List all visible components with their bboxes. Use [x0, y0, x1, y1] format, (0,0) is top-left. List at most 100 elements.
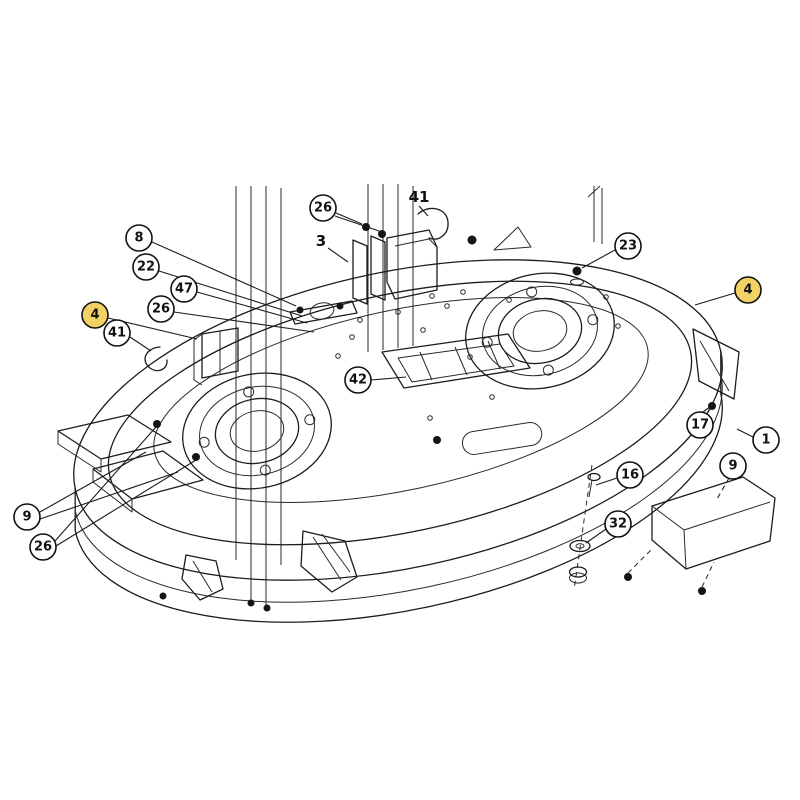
callout-label: 17 [691, 418, 709, 433]
callout-label: 47 [175, 282, 193, 297]
callout-3[interactable]: 3 [316, 232, 349, 263]
leader-line [418, 205, 429, 217]
callout-circle[interactable] [752, 426, 780, 454]
deck-top-gusset [493, 226, 532, 251]
callout-26[interactable]: 26 [309, 194, 380, 232]
idler-bracket [289, 300, 358, 325]
j-hook [144, 346, 168, 372]
leader-line [581, 249, 616, 269]
callout-label: 8 [134, 231, 143, 246]
callout-47[interactable]: 47 [170, 275, 308, 324]
callout-16[interactable]: 16 [595, 461, 644, 489]
callout-label: 16 [621, 468, 639, 483]
callout-26[interactable]: 26 [147, 295, 315, 333]
callout-label: 42 [349, 373, 367, 388]
left-spindle-opening [182, 372, 332, 490]
callout-circle[interactable] [614, 232, 642, 260]
callout-circle[interactable] [13, 503, 41, 531]
leader-line [702, 405, 712, 413]
leader-line [694, 292, 736, 306]
deck-handle-cutout [461, 422, 543, 455]
deck-reinforcement-contour [153, 297, 649, 503]
assembly-axis-lines [235, 184, 603, 606]
callout-17[interactable]: 17 [686, 405, 714, 439]
callout-8[interactable]: 8 [125, 224, 297, 307]
nut [568, 566, 588, 578]
callout-label: 4 [90, 308, 99, 323]
callout-23[interactable]: 23 [581, 232, 642, 269]
right-wing-bracket [692, 328, 740, 410]
deck-skirt [74, 350, 723, 623]
callout-9[interactable]: 9 [13, 451, 179, 531]
left-hanger-brackets [57, 414, 204, 513]
leader-line [129, 336, 152, 352]
callout-circle[interactable] [125, 224, 153, 252]
callout-9[interactable]: 9 [716, 452, 747, 500]
front-wheel-brackets [181, 530, 358, 601]
small-hardware [159, 223, 584, 612]
callout-label: 32 [609, 517, 627, 532]
bolt-head [587, 472, 601, 482]
callout-label: 9 [22, 510, 31, 525]
deck-inner-edge [107, 280, 693, 546]
callout-4-highlighted[interactable]: 4 [81, 301, 198, 340]
leader-line [54, 426, 157, 542]
callout-label: 3 [316, 232, 326, 250]
fastener-stack [568, 464, 601, 591]
washer [569, 539, 591, 553]
callout-label: 9 [728, 459, 737, 474]
bolt-23 [572, 266, 582, 276]
callout-circle[interactable] [616, 461, 644, 489]
callout-circle[interactable] [81, 301, 109, 329]
callout-circle[interactable] [147, 295, 175, 323]
right-spindle-opening [465, 272, 615, 390]
upper-hook [417, 207, 449, 240]
deck-shell [73, 226, 723, 623]
leader-line [716, 477, 730, 500]
lower-right-bracket [624, 476, 776, 595]
callout-42[interactable]: 42 [344, 366, 407, 394]
top-bracket-assembly [352, 207, 449, 305]
leader-line [196, 291, 308, 324]
callout-41[interactable]: 41 [409, 188, 430, 217]
callout-label: 22 [137, 260, 155, 275]
leader-line [39, 471, 179, 520]
leader-line [736, 428, 754, 438]
callout-label: 23 [619, 239, 637, 254]
callout-1[interactable]: 1 [736, 426, 780, 454]
callout-circle[interactable] [734, 276, 762, 304]
leader-line [151, 241, 297, 307]
leader-line [39, 451, 147, 513]
callout-circle[interactable] [686, 411, 714, 439]
callout-circle[interactable] [103, 319, 131, 347]
callout-circle[interactable] [132, 253, 160, 281]
callout-circle[interactable] [344, 366, 372, 394]
leader-line [173, 311, 315, 333]
callout-circle[interactable] [170, 275, 198, 303]
callout-circle[interactable] [309, 194, 337, 222]
callout-label: 26 [152, 302, 170, 317]
callout-26[interactable]: 26 [29, 426, 197, 561]
callout-circle[interactable] [29, 533, 57, 561]
callout-label: 4 [743, 283, 752, 298]
callout-32[interactable]: 32 [585, 510, 632, 544]
leader-line [370, 376, 407, 381]
callout-label: 41 [409, 188, 430, 206]
leader-line [334, 215, 380, 232]
deck-surface-holes [335, 289, 621, 421]
callout-41[interactable]: 41 [103, 319, 152, 352]
leader-line [327, 247, 349, 263]
callout-circle[interactable] [719, 452, 747, 480]
belt-keeper-bracket [193, 327, 239, 386]
center-bracket [381, 333, 531, 389]
leader-line [55, 459, 197, 547]
deck-skirt-hem [74, 373, 723, 603]
callout-circle[interactable] [604, 510, 632, 538]
callout-label: 26 [314, 201, 332, 216]
callout-4-highlighted[interactable]: 4 [694, 276, 762, 306]
callout-label: 41 [108, 326, 126, 341]
leader-line [585, 528, 607, 544]
